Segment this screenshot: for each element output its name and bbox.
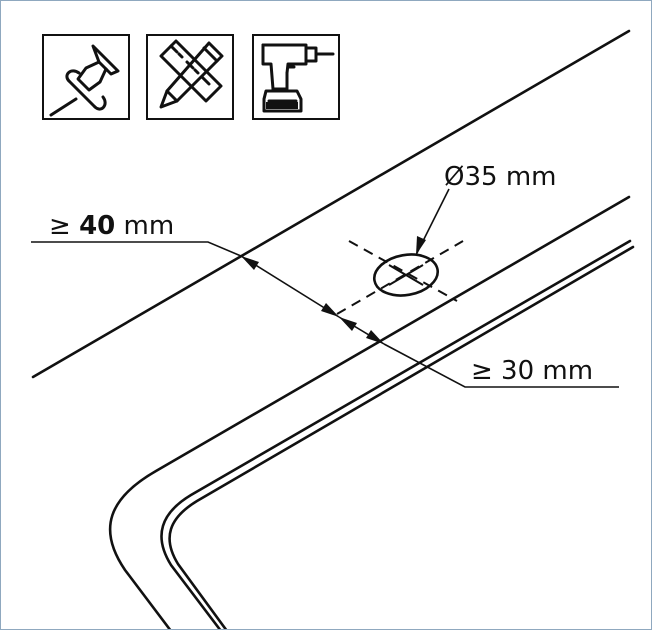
hole-diameter-label: Ø35 mm xyxy=(444,162,556,192)
edge-distance-unit: mm xyxy=(115,211,174,241)
sink-outer-rim xyxy=(108,195,631,629)
sink-inner-rim-1 xyxy=(160,239,632,629)
edge-distance-leader xyxy=(31,241,242,257)
edge-distance-value: 40 xyxy=(79,211,115,241)
rim-distance-label: ≥ 30 mm xyxy=(471,356,593,386)
drill-icon xyxy=(252,34,340,120)
sink-inner-rim-2 xyxy=(168,245,635,629)
tap-hole xyxy=(336,240,464,315)
edge-distance-dimension xyxy=(240,255,340,318)
worktop-front-edge xyxy=(31,29,631,379)
dimension-arrows xyxy=(241,236,426,344)
pushpin-icon xyxy=(42,34,130,120)
hole-centre-lines xyxy=(336,240,464,315)
ruler-pencil-icon xyxy=(146,34,234,120)
rim-distance-leader xyxy=(383,343,619,388)
edge-distance-label: ≥ 40 mm xyxy=(49,211,174,241)
edge-distance-prefix: ≥ xyxy=(49,211,79,241)
worktop-edge-lines xyxy=(31,29,635,629)
